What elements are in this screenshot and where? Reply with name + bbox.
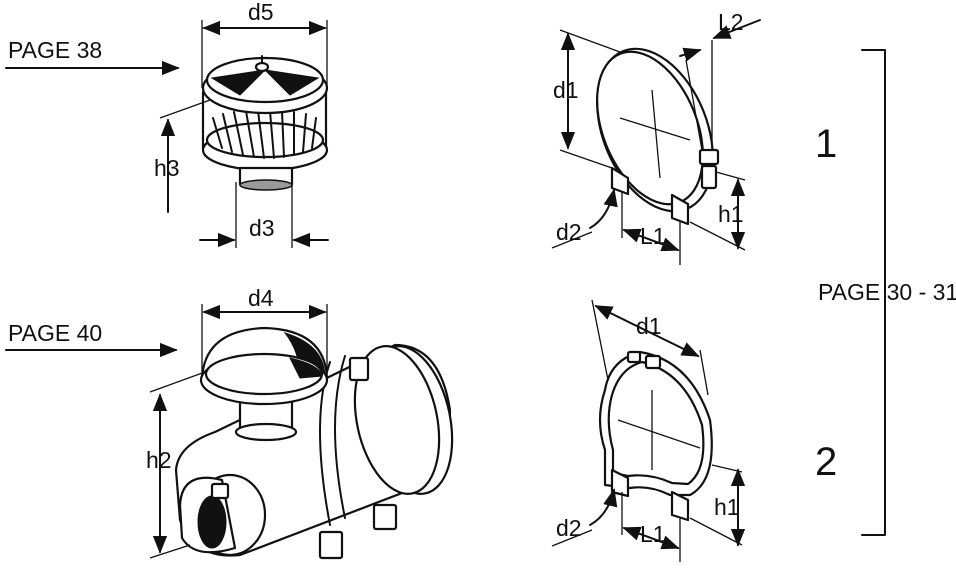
dim-h1-variant-1: h1: [718, 201, 744, 227]
clamp-variant-2-drawing: [598, 350, 713, 522]
variant-number-2: 2: [815, 440, 837, 484]
ref-page-38: PAGE 38: [8, 37, 102, 63]
dim-d2-variant-1: d2: [556, 219, 582, 245]
ref-page-40: PAGE 40: [8, 320, 102, 346]
dim-d1-variant-2: d1: [636, 313, 662, 339]
clamp-variant-1-drawing: [596, 47, 720, 226]
dim-L1-variant-2: L1: [640, 521, 666, 547]
dim-L2: L2: [718, 9, 744, 35]
dim-d3: d3: [249, 215, 275, 241]
dim-d5: d5: [248, 0, 274, 25]
variant-number-1: 1: [815, 122, 837, 166]
dim-h1-variant-2: h1: [714, 494, 740, 520]
dimension-lines: [5, 19, 886, 562]
dim-d1-variant-1: d1: [553, 77, 579, 103]
dim-d4: d4: [248, 285, 274, 311]
air-filter-housing-drawing: [174, 326, 454, 560]
precleaner-drawing: [201, 55, 329, 191]
dim-d2-variant-2: d2: [556, 515, 582, 541]
dim-L1-variant-1: L1: [640, 223, 666, 249]
dim-h2: h2: [146, 447, 172, 473]
dim-h3: h3: [154, 155, 180, 181]
ref-page-30-31: PAGE 30 - 31: [818, 279, 956, 305]
